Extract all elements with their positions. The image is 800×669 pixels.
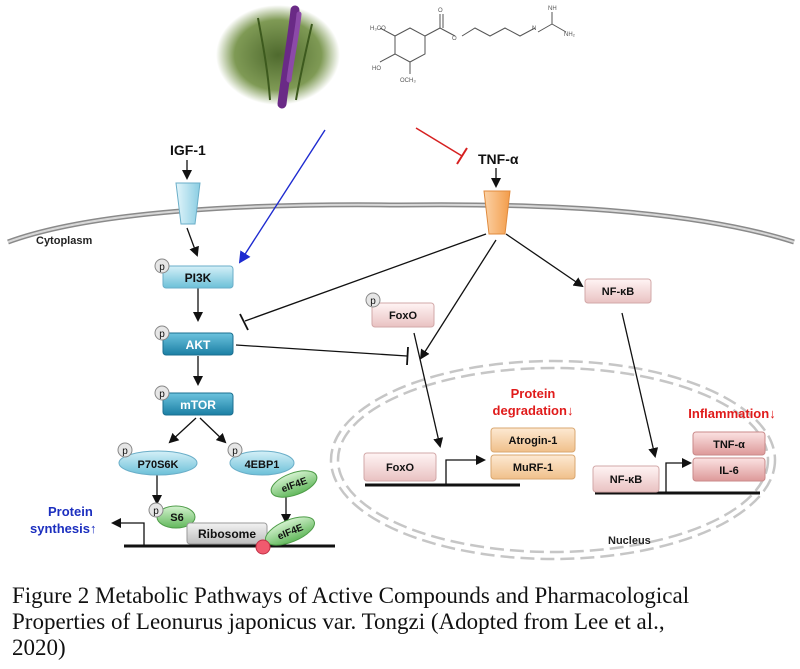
compound-activation-arrow <box>238 129 326 264</box>
svg-text:NH₂: NH₂ <box>564 32 576 38</box>
svg-text:HO: HO <box>372 66 381 72</box>
murf-label: MuRF-1 <box>513 462 553 474</box>
eif4e-bound-node <box>270 470 318 498</box>
plant-image <box>216 5 340 109</box>
pi3k-label: PI3K <box>185 271 212 285</box>
svg-text:O: O <box>438 8 443 14</box>
akt-phospho: p <box>159 329 165 340</box>
mtor-label: mTOR <box>180 398 216 412</box>
murf-node <box>490 454 576 480</box>
svg-text:H₃CO: H₃CO <box>370 26 386 32</box>
compound-structure: H₃CO HO OCH₃ O O N NH NH₂ <box>370 6 576 84</box>
nfkb-nucleus-node <box>592 465 660 493</box>
foxo-nucleus-label: FoxO <box>386 462 415 474</box>
atrogin-node <box>490 427 576 453</box>
4ebp1-phospho: p <box>232 446 238 457</box>
mtor-node <box>162 392 234 416</box>
nfkb-cytoplasm-node <box>584 278 652 304</box>
protein-degradation-line2: degradation↓ <box>493 403 574 418</box>
caption-line-1: Figure 2 Metabolic Pathways of Active Co… <box>12 583 690 608</box>
protein-synthesis-line1: Protein <box>48 504 93 519</box>
il6-node <box>692 457 766 482</box>
tnf-receptor <box>483 190 511 235</box>
figure-caption: Figure 2 Metabolic Pathways of Active Co… <box>12 583 792 661</box>
foxo-cytoplasm-label: FoxO <box>389 310 418 322</box>
nfkb-nucleus-label: NF-κB <box>610 474 642 486</box>
p70s6k-phospho: p <box>122 446 128 457</box>
igf1-label: IGF-1 <box>170 142 206 158</box>
compound-inhibition <box>415 127 468 165</box>
inflammation-label: Inflammation↓ <box>688 406 775 421</box>
nfkb-cytoplasm-label: NF-κB <box>602 286 634 298</box>
protein-synthesis-line2: synthesis↑ <box>30 521 96 536</box>
svg-text:O: O <box>452 36 457 42</box>
svg-text:NH: NH <box>548 6 557 12</box>
foxo-nucleus-node <box>363 452 437 482</box>
pi3k-node <box>162 265 234 289</box>
svg-text:OCH₃: OCH₃ <box>400 78 416 84</box>
foxo-phospho: p <box>370 296 376 307</box>
igf1-receptor <box>175 182 201 225</box>
akt-label: AKT <box>186 338 211 352</box>
caption-line-2: Properties of Leonurus japonicus var. To… <box>12 609 665 634</box>
tnfa-input-label: TNF-α <box>478 151 519 167</box>
4ebp1-label: 4EBP1 <box>245 459 280 471</box>
p70s6k-label: P70S6K <box>138 459 179 471</box>
atrogin-label: Atrogin-1 <box>509 435 558 447</box>
pi3k-phospho: p <box>159 262 165 273</box>
cytoplasm-label: Cytoplasm <box>36 235 92 247</box>
protein-degradation-line1: Protein <box>511 386 556 401</box>
s6-phospho: p <box>153 506 159 517</box>
s6-label: S6 <box>170 512 183 524</box>
ribosome-label: Ribosome <box>198 527 256 541</box>
nucleus-envelope <box>329 359 777 561</box>
mtor-phospho: p <box>159 389 165 400</box>
cell-membrane <box>7 202 795 245</box>
foxo-cytoplasm-node <box>371 302 435 328</box>
akt-node <box>162 332 234 356</box>
svg-text:N: N <box>532 26 536 32</box>
tnfa-output-label: TNF-α <box>713 439 745 451</box>
nucleus-label: Nucleus <box>608 535 651 547</box>
caption-line-3: 2020) <box>12 635 66 660</box>
p70s6k-node <box>118 450 198 476</box>
il6-label: IL-6 <box>719 465 739 477</box>
4ebp1-node <box>229 450 295 476</box>
tnfa-output-node <box>692 431 766 456</box>
cap-marker <box>255 539 271 555</box>
